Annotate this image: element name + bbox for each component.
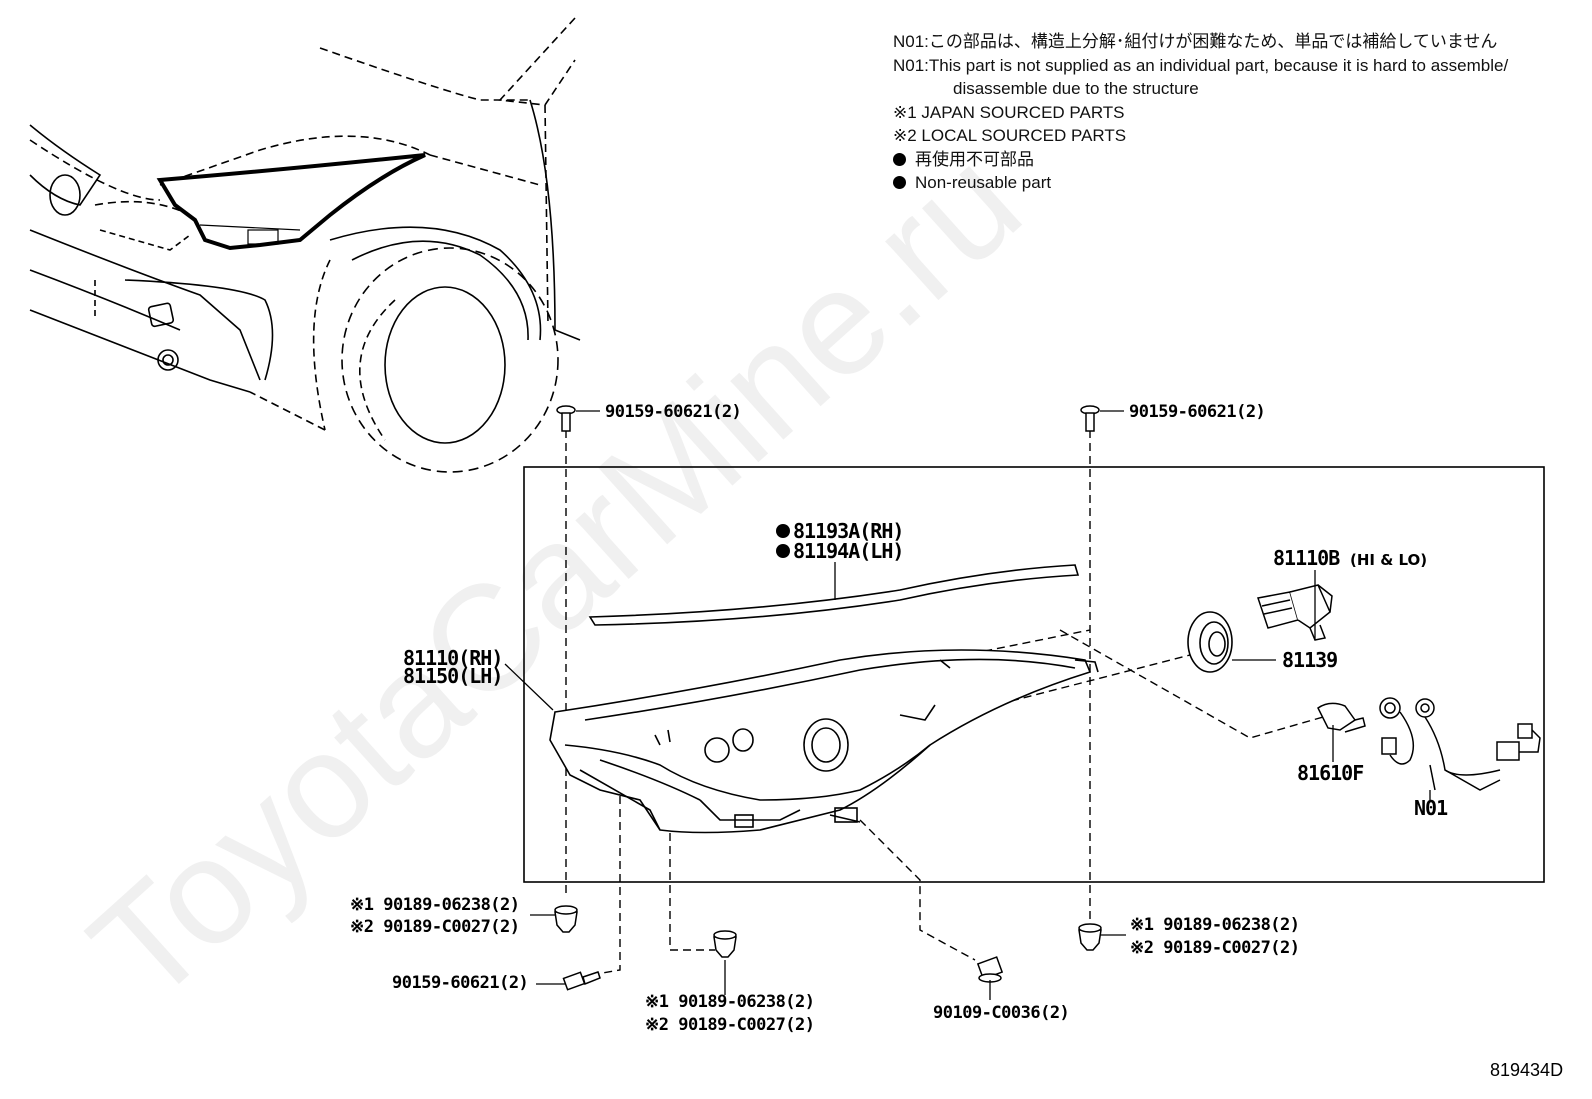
note-nonreusable-jp: 再使用不可部品	[915, 149, 1034, 169]
label-screw-top-left: 90159-60621(2)	[605, 402, 741, 422]
label-molding-rh: 81193A(RH)	[793, 519, 903, 543]
note-n01-jp: N01:この部品は、構造上分解･組付けが困難なため、単品では補給していません	[893, 32, 1498, 51]
car-front-illustration	[29, 17, 581, 473]
assembly-frame	[523, 466, 1545, 883]
label-screw-bottom-left: 90159-60621(2)	[392, 973, 528, 993]
socket-cover	[1187, 611, 1233, 673]
label-hi-lo-bulb: 81110B	[1273, 546, 1340, 570]
note-nonreusable-en-row: Non-reusable part	[893, 171, 1583, 195]
screw-top-left	[556, 405, 576, 432]
leader-lines	[504, 410, 1431, 1000]
clip-right	[1078, 923, 1102, 951]
label-small-bulb: 81610F	[1297, 761, 1363, 785]
label-clip-left-2: ※2 90189-C0027(2)	[350, 917, 520, 937]
diagram-code: 819434D	[1490, 1060, 1563, 1080]
label-clip-right-2: ※2 90189-C0027(2)	[1130, 938, 1300, 958]
non-reusable-mark-rh	[776, 524, 790, 538]
hi-lo-bulb	[1257, 584, 1333, 641]
label-bolt-bottom: 90109-C0036(2)	[933, 1003, 1069, 1023]
note-nonreusable-jp-row: 再使用不可部品	[893, 148, 1583, 172]
notes-block: N01:この部品は、構造上分解･組付けが困難なため、単品では補給していません N…	[893, 30, 1583, 195]
non-reusable-mark-lh	[776, 544, 790, 558]
label-molding-lh: 81194A(LH)	[793, 539, 903, 563]
label-hi-lo-bulb-note: (HI & LO)	[1350, 551, 1427, 569]
note-japan-sourced: ※1 JAPAN SOURCED PARTS	[893, 102, 1125, 122]
note-nonreusable-en: Non-reusable part	[915, 173, 1052, 192]
screw-bottom-left	[562, 971, 601, 991]
label-headlamp-lh: 81150(LH)	[403, 664, 502, 688]
label-clip-center-2: ※2 90189-C0027(2)	[645, 1015, 815, 1035]
label-clip-center-1: ※1 90189-06238(2)	[645, 992, 815, 1012]
bullet-icon	[893, 152, 906, 166]
label-socket-cover: 81139	[1282, 648, 1337, 672]
label-wiring-n01: N01	[1414, 796, 1448, 820]
clip-left	[554, 905, 578, 933]
note-n01-en-2: disassemble due to the structure	[953, 79, 1199, 98]
watermark: ToyotaCarMine.ru	[59, 117, 1051, 1034]
wiring-harness	[1379, 697, 1541, 791]
molding-strip	[588, 564, 1080, 626]
note-n01-en-1: N01:This part is not supplied as an indi…	[893, 55, 1509, 75]
label-clip-right-1: ※1 90189-06238(2)	[1130, 915, 1300, 935]
label-headlamp-rh: 81110(RH)	[403, 646, 502, 670]
label-screw-top-right: 90159-60621(2)	[1129, 402, 1265, 422]
clip-center	[713, 930, 737, 958]
screw-top-right	[1080, 405, 1100, 432]
bullet-icon	[893, 176, 906, 189]
label-clip-left-1: ※1 90189-06238(2)	[350, 895, 520, 915]
headlamp-assembly	[549, 649, 1099, 834]
fasteners	[554, 405, 1102, 991]
note-local-sourced: ※2 LOCAL SOURCED PARTS	[893, 126, 1127, 145]
small-bulb	[1317, 702, 1366, 733]
bolt-bottom	[976, 956, 1004, 983]
